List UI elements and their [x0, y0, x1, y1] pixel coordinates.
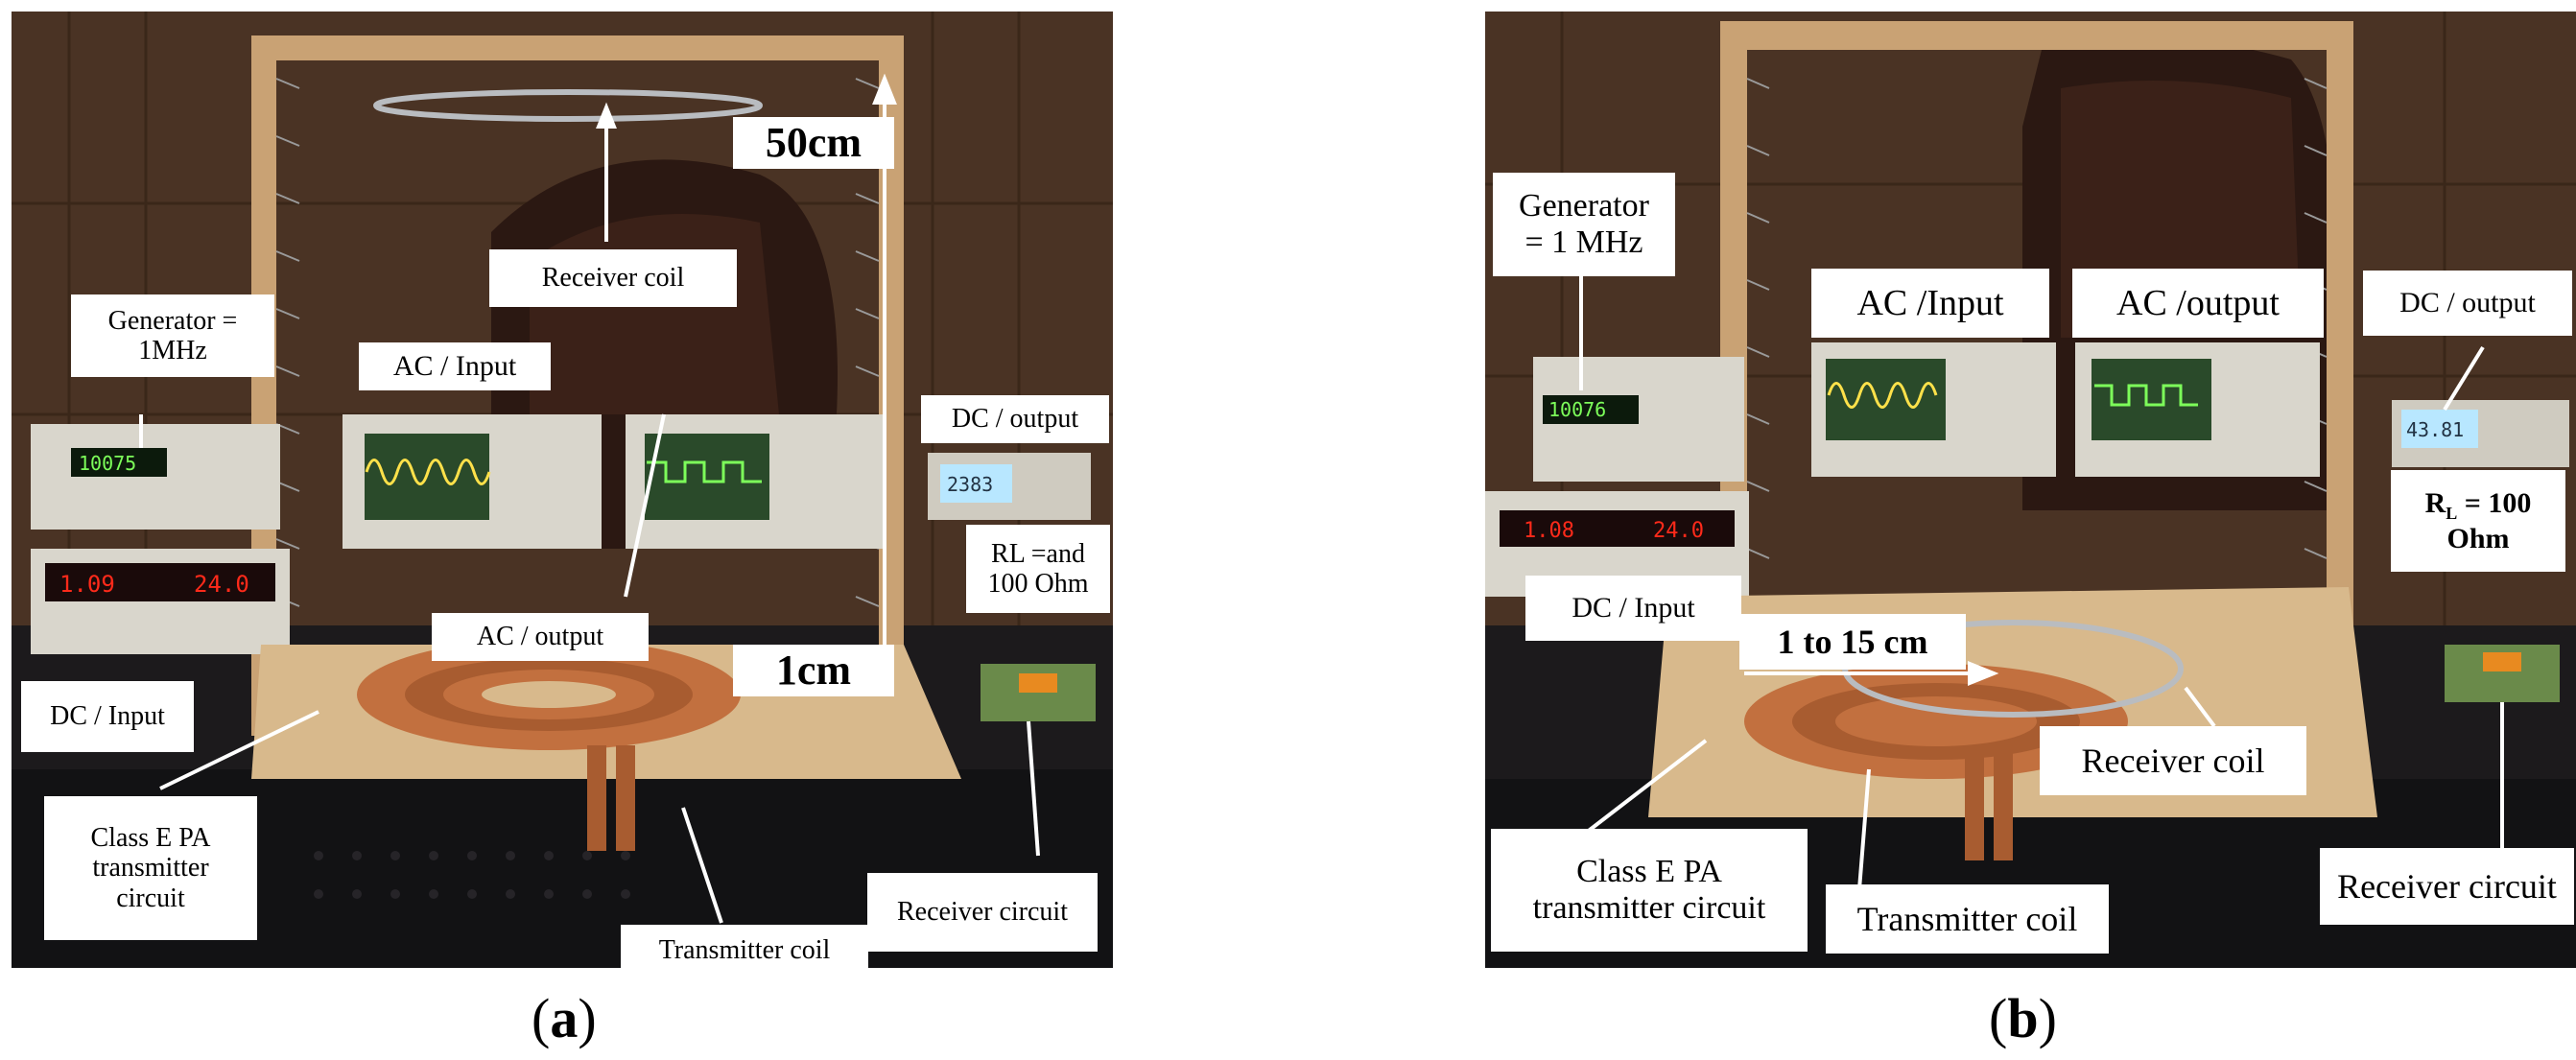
caption-letter-a: a: [550, 987, 579, 1049]
receiver-coil-label-b: Receiver coil: [2040, 726, 2306, 795]
dc-meter-display-a: 2383: [947, 473, 993, 496]
generator-label-b: Generator = 1 MHz: [1493, 173, 1675, 276]
caption-b: (b): [1989, 987, 2057, 1049]
dc-input-label-a: DC / Input: [21, 681, 194, 752]
receiver-coil-label-a: Receiver coil: [489, 249, 737, 307]
transmitter-coil-label-b: Transmitter coil: [1826, 884, 2109, 954]
dc-output-label-a: DC / output: [921, 395, 1109, 443]
dc-supply-right-a: 24.0: [194, 571, 249, 598]
rl-unit-b: Ohm: [2446, 522, 2510, 554]
distance-bottom-label-a: 1cm: [733, 645, 894, 696]
generator-label-a: Generator = 1MHz: [71, 294, 274, 377]
dc-input-label-b: DC / Input: [1525, 576, 1741, 641]
caption-a: (a): [532, 987, 597, 1049]
rl-label-b: RL = 100 Ohm: [2391, 470, 2565, 572]
dc-meter-display-b: 43.81: [2406, 418, 2464, 441]
photo-panel-b: 10076 1.08 24.0 43.81: [1485, 12, 2576, 968]
photo-panel-a: 10075 1.09 24.0 2383: [12, 12, 1113, 968]
ac-output-label-b: AC /output: [2072, 269, 2324, 338]
ac-output-label-a: AC / output: [432, 613, 649, 661]
rl-line-b: RL = 100: [2424, 486, 2532, 523]
class-e-label-b: Class E PA transmitter circuit: [1491, 829, 1808, 952]
class-e-label-a: Class E PA transmitter circuit: [44, 796, 257, 940]
receiver-circuit-label-a: Receiver circuit: [867, 873, 1098, 952]
transmitter-coil-label-a: Transmitter coil: [621, 925, 868, 968]
ac-input-label-a: AC / Input: [359, 342, 551, 390]
generator-display-a: 10075: [79, 452, 136, 475]
dc-supply-right-b: 24.0: [1653, 519, 1704, 543]
caption-letter-b: b: [2007, 987, 2039, 1049]
rl-label-a: RL =and 100 Ohm: [966, 525, 1110, 613]
dc-supply-left-b: 1.08: [1524, 519, 1574, 543]
dc-output-label-b: DC / output: [2363, 271, 2572, 336]
distance-label-b: 1 to 15 cm: [1739, 614, 1966, 670]
receiver-circuit-label-b: Receiver circuit: [2320, 848, 2574, 925]
dc-supply-left-a: 1.09: [59, 571, 115, 598]
distance-top-label-a: 50cm: [733, 117, 894, 169]
generator-display-b: 10076: [1548, 398, 1606, 421]
ac-input-label-b: AC /Input: [1811, 269, 2049, 338]
